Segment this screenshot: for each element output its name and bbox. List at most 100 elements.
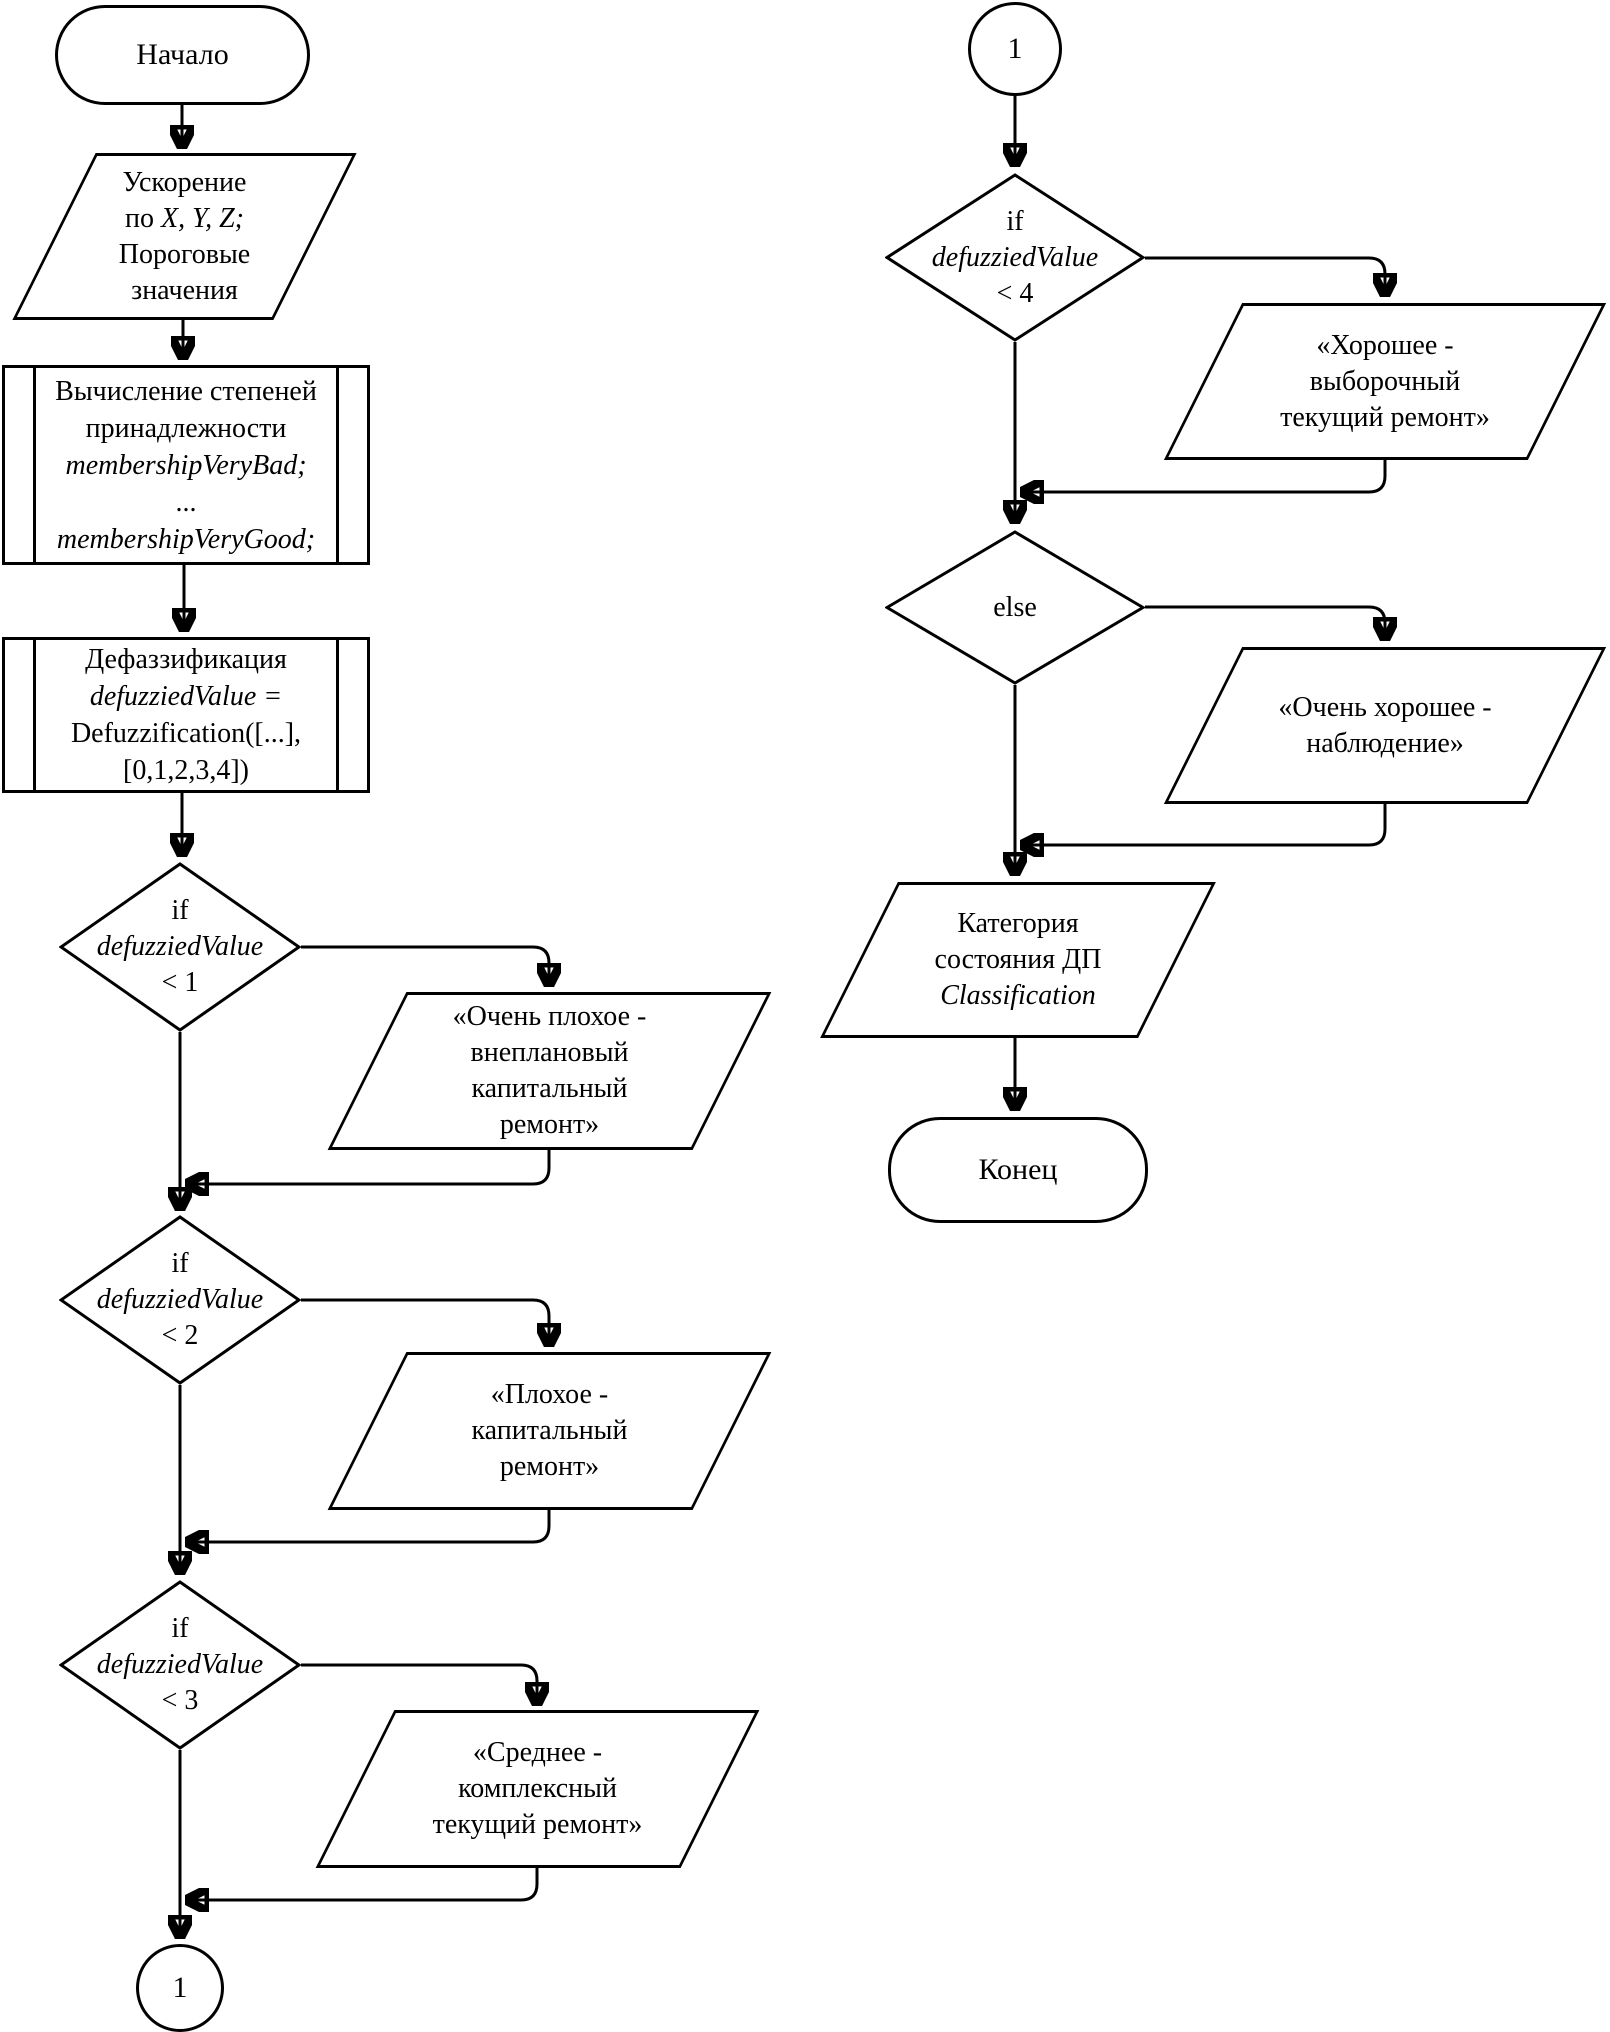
if1-variable: defuzziedValue (96, 931, 264, 962)
input-line-2-prefix: по (125, 202, 161, 234)
connector-out-very-good-merge (1023, 804, 1387, 845)
input-line-3: Пороговые (118, 238, 251, 270)
connector-if2-to-out-bad (301, 1298, 549, 1344)
if3-decision-diamond: if defuzziedValue < 3 (59, 1580, 301, 1750)
output-very-good-parallelogram: «Очень хорошее - наблюдение» (1163, 647, 1607, 804)
output-bad-line-1: «Плохое - (490, 1379, 609, 1410)
input-line-1: Ускорение (122, 166, 247, 198)
if3-variable: defuzziedValue (96, 1649, 264, 1680)
else-label: else (993, 591, 1037, 623)
if4-text: if defuzziedValue < 4 (885, 204, 1145, 312)
input-line-2-variables: X, Y, Z; (160, 202, 244, 234)
else-text: else (885, 590, 1145, 626)
if4-diamond-shape (885, 173, 1145, 342)
output-very-bad-line-4: ремонт» (499, 1109, 600, 1140)
output-very-bad-line-1: «Очень плохое - (452, 1001, 647, 1032)
connector-out-bad-merge (188, 1510, 551, 1542)
membership-right-bar (336, 368, 339, 562)
start-label: Начало (136, 38, 229, 71)
output-medium-text: «Среднее - комплексный текущий ремонт» (315, 1735, 760, 1843)
connector-if3-to-out-medium (301, 1663, 537, 1703)
if1-diamond-shape (59, 862, 301, 1032)
defuzzification-right-bar (336, 640, 339, 790)
output-medium-parallelogram: «Среднее - комплексный текущий ремонт» (315, 1710, 760, 1868)
connector-1-right: 1 (968, 2, 1062, 96)
connector-if4-to-out-good (1145, 256, 1385, 294)
membership-line-2: принадлежности (85, 412, 287, 444)
category-line-2: состояния ДП (934, 944, 1102, 975)
input-acceleration-parallelogram: Ускорение по X, Y, Z; Пороговые значения (12, 153, 357, 320)
connector-out-very-bad-merge (188, 1150, 551, 1184)
end-label: Конец (978, 1153, 1058, 1186)
end-terminator: Конец (888, 1117, 1148, 1223)
if3-keyword: if (171, 1613, 189, 1644)
output-very-good-text: «Очень хорошее - наблюдение» (1163, 690, 1607, 762)
output-medium-line-3: текущий ремонт» (432, 1809, 643, 1840)
connector-1-right-label: 1 (1007, 32, 1023, 65)
defuzzification-predefined-process: Дефаззификация defuzziedValue = Defuzzif… (2, 637, 370, 793)
output-very-good-line-2: наблюдение» (1306, 727, 1464, 759)
if2-text: if defuzziedValue < 2 (59, 1246, 301, 1354)
output-bad-parallelogram: «Плохое - капитальный ремонт» (327, 1352, 772, 1510)
input-line-4: значения (131, 274, 238, 306)
output-bad-line-3: ремонт» (499, 1451, 600, 1482)
connector-if1-to-out-very-bad (301, 945, 549, 984)
output-very-bad-line-3: капитальный (471, 1073, 628, 1104)
if4-condition: < 4 (996, 277, 1034, 309)
membership-line-5: membershipVeryGood; (56, 523, 316, 555)
membership-predefined-process: Вычисление степеней принадлежности membe… (2, 365, 370, 565)
input-line-2: по X, Y, Z; (12, 201, 357, 237)
connector-out-good-merge (1023, 460, 1387, 492)
else-diamond-shape (885, 530, 1145, 685)
if1-condition: < 1 (161, 967, 199, 998)
output-bad-text: «Плохое - капитальный ремонт» (327, 1377, 772, 1485)
output-good-line-1: «Хорошее - (1316, 329, 1454, 361)
if1-keyword: if (171, 895, 189, 926)
if3-condition: < 3 (161, 1685, 199, 1716)
category-line-1: Категория (957, 908, 1079, 939)
output-good-line-3: текущий ремонт» (1280, 401, 1490, 433)
if4-keyword: if (1006, 205, 1024, 237)
if2-decision-diamond: if defuzziedValue < 2 (59, 1215, 301, 1385)
category-output-text: Категория состояния ДП Classification (819, 906, 1217, 1014)
connector-1-left: 1 (136, 1944, 224, 2032)
if2-condition: < 2 (161, 1320, 199, 1351)
output-very-bad-text: «Очень плохое - внеплановый капитальный … (327, 999, 772, 1143)
else-decision-diamond: else (885, 530, 1145, 685)
defuzzification-line-2: defuzziedValue = (89, 681, 283, 712)
output-very-bad-parallelogram: «Очень плохое - внеплановый капитальный … (327, 992, 772, 1150)
defuzzification-line-1: Дефаззификация (85, 644, 287, 675)
connector-out-medium-merge (188, 1868, 539, 1900)
output-medium-line-2: комплексный (458, 1773, 617, 1804)
membership-line-4: ... (175, 486, 197, 518)
if4-variable: defuzziedValue (931, 241, 1099, 273)
start-terminator: Начало (55, 5, 310, 105)
defuzzification-line-4: [0,1,2,3,4]) (123, 755, 249, 786)
defuzzification-line-3: Defuzzification([...], (70, 718, 302, 749)
connector-1-left-label: 1 (172, 1971, 188, 2004)
category-line-3: Classification (940, 980, 1096, 1011)
membership-left-bar (33, 368, 36, 562)
output-good-text: «Хорошее - выборочный текущий ремонт» (1163, 328, 1607, 436)
output-very-good-line-1: «Очень хорошее - (1278, 691, 1492, 723)
membership-line-1: Вычисление степеней (55, 375, 317, 407)
if1-decision-diamond: if defuzziedValue < 1 (59, 862, 301, 1032)
defuzzification-left-bar (33, 640, 36, 790)
if3-diamond-shape (59, 1580, 301, 1750)
if2-keyword: if (171, 1248, 189, 1279)
if4-decision-diamond: if defuzziedValue < 4 (885, 173, 1145, 342)
output-good-line-2: выборочный (1309, 365, 1461, 397)
output-very-bad-line-2: внеплановый (470, 1037, 629, 1068)
output-good-parallelogram: «Хорошее - выборочный текущий ремонт» (1163, 303, 1607, 460)
if1-text: if defuzziedValue < 1 (59, 893, 301, 1001)
input-acceleration-text: Ускорение по X, Y, Z; Пороговые значения (12, 165, 357, 309)
defuzzification-text: Дефаззификация defuzziedValue = Defuzzif… (41, 641, 331, 789)
category-output-parallelogram: Категория состояния ДП Classification (819, 882, 1217, 1038)
membership-text: Вычисление степеней принадлежности membe… (41, 373, 331, 558)
output-medium-line-1: «Среднее - (472, 1737, 603, 1768)
if2-variable: defuzziedValue (96, 1284, 264, 1315)
connector-else-to-out-very-good (1145, 605, 1385, 638)
if3-text: if defuzziedValue < 3 (59, 1611, 301, 1719)
